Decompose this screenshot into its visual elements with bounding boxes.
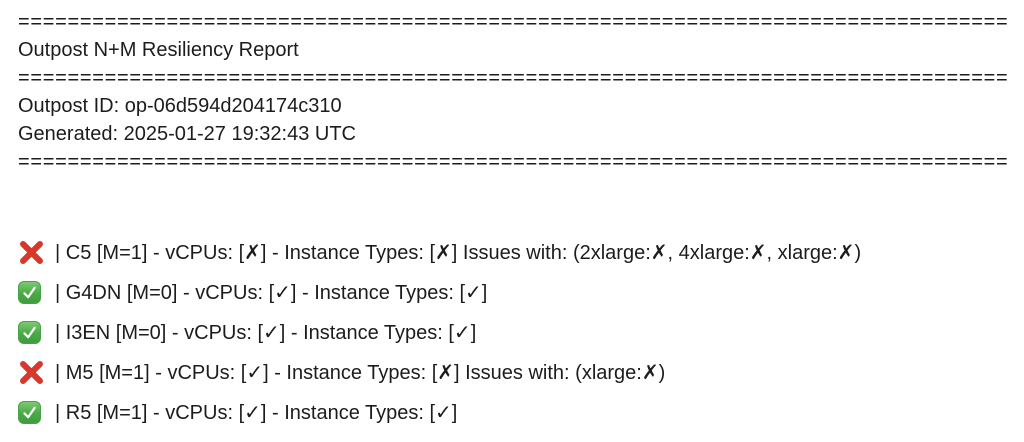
- instance-row-g4dn: | G4DN [M=0] - vCPUs: [✓] - Instance Typ…: [18, 272, 1024, 312]
- instance-row-r5: | R5 [M=1] - vCPUs: [✓] - Instance Types…: [18, 392, 1024, 432]
- check-mark-icon: [18, 318, 48, 346]
- instance-row-text: | G4DN [M=0] - vCPUs: [✓] - Instance Typ…: [55, 281, 488, 304]
- check-mark-icon: [18, 278, 48, 306]
- cross-mark-icon: [18, 238, 48, 266]
- separator-line: ========================================…: [18, 151, 1009, 173]
- blank-gap: [18, 176, 1024, 232]
- instance-row-text: | M5 [M=1] - vCPUs: [✓] - Instance Types…: [55, 361, 666, 384]
- instance-row-text: | C5 [M=1] - vCPUs: [✗] - Instance Types…: [55, 241, 862, 264]
- separator-line: ========================================…: [18, 67, 1009, 89]
- instance-row-i3en: | I3EN [M=0] - vCPUs: [✓] - Instance Typ…: [18, 312, 1024, 352]
- instance-row-text: | R5 [M=1] - vCPUs: [✓] - Instance Types…: [55, 401, 458, 424]
- separator-line: ========================================…: [18, 11, 1009, 33]
- report-title: Outpost N+M Resiliency Report: [18, 39, 299, 61]
- instance-row-m5: | M5 [M=1] - vCPUs: [✓] - Instance Types…: [18, 352, 1024, 392]
- instance-row-text: | I3EN [M=0] - vCPUs: [✓] - Instance Typ…: [55, 321, 477, 344]
- check-mark-icon: [18, 398, 48, 426]
- generated-timestamp-line: Generated: 2025-01-27 19:32:43 UTC: [18, 123, 356, 145]
- cross-mark-icon: [18, 358, 48, 386]
- outpost-id-line: Outpost ID: op-06d594d204174c310: [18, 95, 342, 117]
- instance-row-c5: | C5 [M=1] - vCPUs: [✗] - Instance Types…: [18, 232, 1024, 272]
